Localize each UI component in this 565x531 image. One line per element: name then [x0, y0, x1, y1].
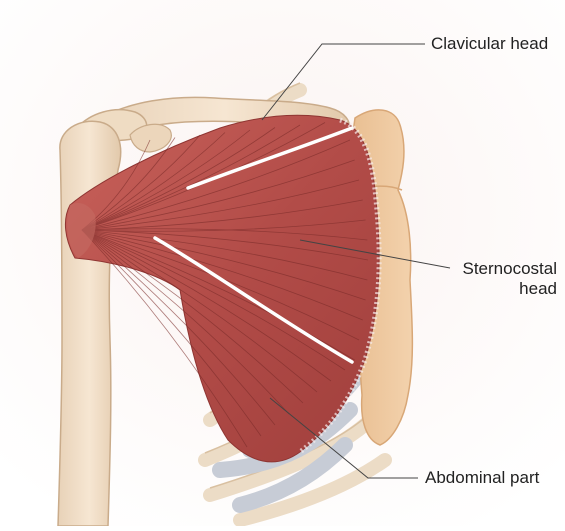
sternocostal-head-label-line2: head [463, 279, 558, 299]
clavicular-head-label: Clavicular head [431, 34, 548, 54]
sternocostal-head-label: Sternocostal head [463, 259, 558, 299]
sternocostal-head-label-line1: Sternocostal [463, 259, 558, 279]
abdominal-part-label: Abdominal part [425, 468, 539, 488]
